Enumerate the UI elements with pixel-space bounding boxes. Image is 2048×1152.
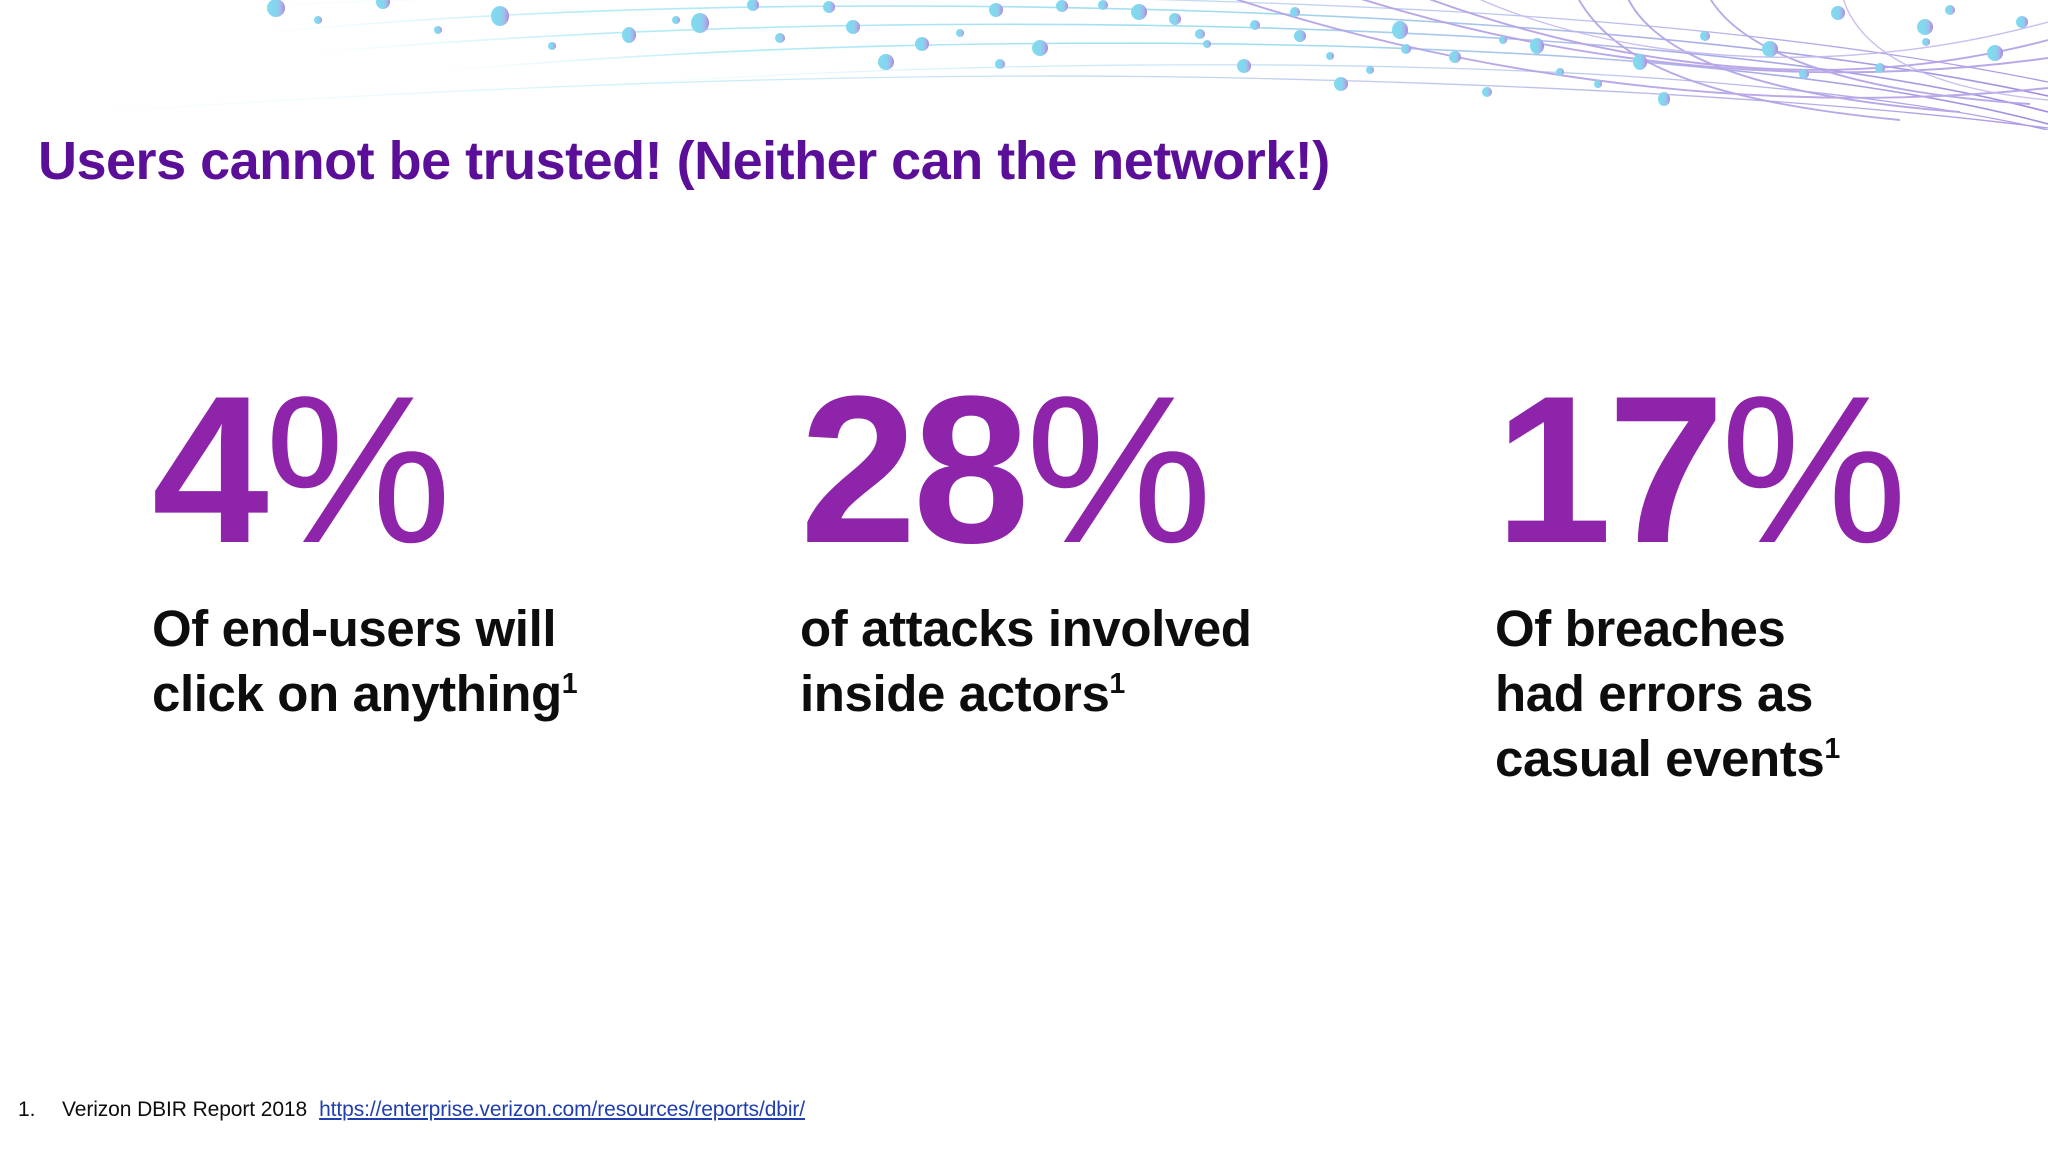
footnote-marker: 1 bbox=[561, 667, 578, 700]
footnote-link[interactable]: https://enterprise.verizon.com/resources… bbox=[319, 1098, 806, 1121]
footnote-source: Verizon DBIR Report 2018 bbox=[62, 1098, 308, 1121]
stat-caption: Of end-users will click on anything1 bbox=[152, 596, 672, 727]
page-title: Users cannot be trusted! (Neither can th… bbox=[38, 131, 1330, 192]
stat-digits: 4 bbox=[152, 352, 269, 587]
stat-block-end-users: 4% Of end-users will click on anything1 bbox=[152, 365, 672, 727]
stat-caption: of attacks involved inside actors1 bbox=[800, 596, 1320, 727]
percent-sign: % bbox=[1025, 352, 1213, 587]
stat-value: 4% bbox=[152, 365, 672, 575]
stat-value: 28% bbox=[800, 365, 1320, 575]
footnote-number: 1. bbox=[18, 1098, 36, 1121]
network-swoosh-graphic bbox=[19, 0, 2048, 130]
stat-caption: Of breaches had errors as casual events1 bbox=[1495, 596, 2015, 792]
stat-value: 17% bbox=[1495, 365, 2015, 575]
percent-sign: % bbox=[264, 352, 452, 587]
footnote-marker: 1 bbox=[1109, 667, 1125, 700]
stat-digits: 17 bbox=[1495, 352, 1725, 587]
stat-block-inside-actors: 28% of attacks involved inside actors1 bbox=[800, 365, 1320, 727]
stat-caption-text: Of end-users will click on anything bbox=[152, 599, 562, 722]
stat-block-breaches: 17% Of breaches had errors as casual eve… bbox=[1495, 365, 2015, 792]
stats-row: 4% Of end-users will click on anything1 … bbox=[0, 365, 2048, 870]
stat-caption-text: Of breaches had errors as casual events bbox=[1495, 599, 1825, 788]
stat-caption-text: of attacks involved inside actors bbox=[800, 599, 1252, 722]
footnote-marker: 1 bbox=[1824, 733, 1840, 766]
percent-sign: % bbox=[1720, 352, 1908, 587]
stat-digits: 28 bbox=[800, 352, 1030, 587]
footnote: 1. Verizon DBIR Report 2018 https://enterp… bbox=[18, 1098, 805, 1122]
